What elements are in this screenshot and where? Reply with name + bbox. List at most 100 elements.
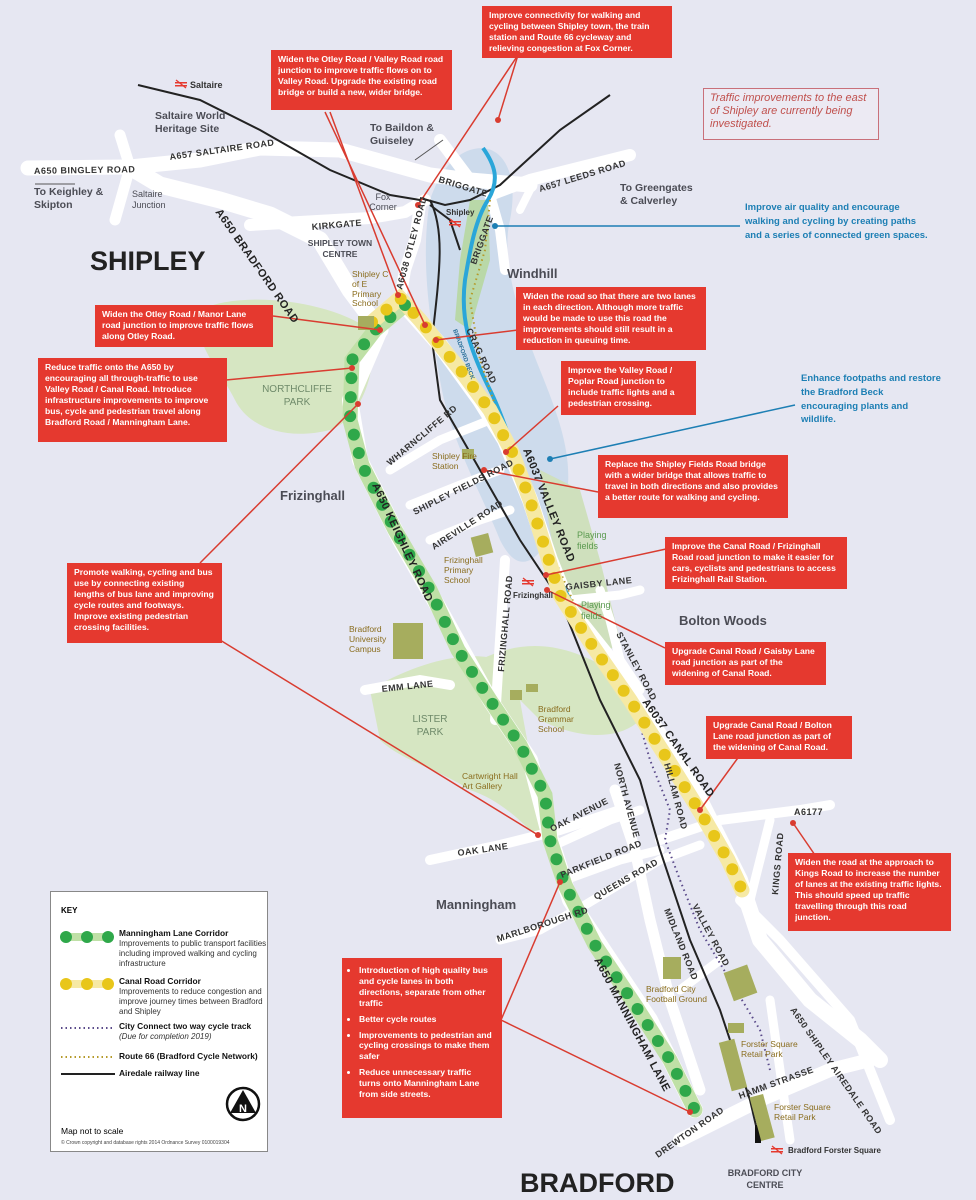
town-frizinghall: Frizinghall — [280, 488, 345, 503]
manningham-corridor-dot — [393, 532, 406, 545]
callout-bullet: Introduction of high quality bus and cyc… — [359, 965, 495, 1009]
manningham-corridor-dot — [344, 391, 357, 404]
manningham-corridor-dot — [534, 779, 547, 792]
callout-frizinghall-junction: Improve the Canal Road / Frizinghall Roa… — [665, 537, 847, 589]
road-label-bingley: A650 BINGLEY ROAD — [34, 164, 136, 176]
label-saltaire-junction: Saltaire Junction — [132, 189, 166, 210]
manningham-corridor-dot — [621, 987, 634, 1000]
manningham-corridor-dot — [446, 633, 459, 646]
canal-corridor-dot — [678, 781, 691, 794]
north-arrow-icon: N — [225, 1086, 261, 1122]
manningham-corridor-dot — [550, 853, 563, 866]
manningham-corridor-dot — [403, 548, 416, 561]
key-title: KEY — [61, 906, 78, 915]
rail-station-icon — [449, 218, 461, 228]
station-label-frizinghall: Frizinghall — [513, 591, 553, 600]
manningham-corridor-dot — [384, 515, 397, 528]
town-bradford: BRADFORD — [520, 1168, 675, 1198]
manningham-corridor-dot — [589, 939, 602, 952]
canal-corridor-dot — [734, 880, 747, 893]
manningham-corridor-dot — [438, 615, 451, 628]
callout-kings-road: Widen the road at the approach to Kings … — [788, 853, 951, 931]
manningham-corridor-dot — [367, 481, 380, 494]
road-label-kirkgate: KIRKGATE — [311, 218, 362, 232]
station-label-shipley: Shipley — [446, 208, 475, 217]
manningham-corridor-dot — [376, 498, 389, 511]
canal-corridor-dot — [585, 637, 598, 650]
manningham-corridor-dot — [486, 697, 499, 710]
manningham-corridor-dot — [525, 762, 538, 775]
manningham-corridor-dot — [344, 410, 357, 423]
landmark-frizinghall-school: Frizinghall Primary School — [444, 556, 483, 585]
manningham-corridor-dot — [430, 598, 443, 611]
key-item-railway: Airedale railway line — [119, 1068, 200, 1078]
manningham-corridor-dot — [670, 1067, 683, 1080]
key-symbol-canal — [60, 978, 114, 990]
manningham-corridor-dot — [497, 713, 510, 726]
svg-text:N: N — [239, 1103, 247, 1115]
canal-corridor-dot — [575, 621, 588, 634]
town-shipley: SHIPLEY — [90, 246, 206, 276]
note-footpaths: Enhance footpaths and restore the Bradfo… — [801, 373, 941, 426]
road-label-a6177: A6177 — [794, 807, 823, 817]
canal-corridor-dot — [497, 429, 510, 442]
callout-bolton-lane: Upgrade Canal Road / Bolton Lane road ju… — [706, 716, 852, 759]
road-label-aireville: AIREVILLE ROAD — [430, 498, 505, 552]
town-bolton-woods: Bolton Woods — [679, 613, 767, 628]
canal-corridor-dot — [478, 396, 491, 409]
label-fox-corner: Fox Corner — [369, 192, 397, 213]
canal-corridor-dot — [726, 863, 739, 876]
label-to-baildon: To Baildon & Guiseley — [370, 122, 434, 147]
buildings — [358, 316, 775, 1142]
park-northcliffe: NORTHCLIFFE PARK — [262, 384, 332, 408]
canal-corridor-dot — [638, 716, 651, 729]
callout-bullet: Better cycle routes — [359, 1014, 495, 1025]
callout-bullet: Reduce unnecessary traffic turns onto Ma… — [359, 1067, 495, 1100]
callout-leader-lines — [199, 54, 818, 1113]
canal-corridor-dot — [548, 571, 561, 584]
manningham-corridor-dot — [631, 1002, 644, 1015]
canal-corridor-dot — [467, 380, 480, 393]
rail-station-icon — [522, 577, 534, 587]
park-lister: LISTER PARK — [412, 714, 448, 738]
airedale-railway-line — [137, 84, 758, 1131]
landmark-university: Bradford University Campus — [349, 625, 387, 654]
canal-corridor-dot — [542, 553, 555, 566]
town-manningham: Manningham — [436, 897, 516, 912]
canal-corridor-dot — [525, 499, 538, 512]
callout-promote: Promote walking, cycling and bus use by … — [67, 563, 222, 643]
label-to-keighley: To Keighley & Skipton — [34, 186, 104, 211]
landmark-fire-station: Shipley Fire Station — [432, 452, 477, 471]
landmark-forster-retail-1: Forster Square Retail Park — [741, 1040, 798, 1059]
note-east-shipley: Traffic improvements to the east of Ship… — [703, 88, 879, 140]
canal-corridor-dot — [596, 653, 609, 666]
canal-corridor-dot — [658, 748, 671, 761]
key-symbol-route-66 — [61, 1056, 115, 1058]
canal-corridor-dot — [537, 535, 550, 548]
manningham-corridor-dot — [662, 1051, 675, 1064]
canal-corridor-dot — [617, 684, 630, 697]
callout-fox-corner: Improve connectivity for walking and cyc… — [482, 6, 672, 58]
callout-otley-manor: Widen the Otley Road / Manor Lane road j… — [95, 305, 273, 347]
key-item-route-66: Route 66 (Bradford Cycle Network) — [119, 1051, 258, 1061]
manningham-corridor-dot — [517, 745, 530, 758]
forster-square-station-platform — [755, 1125, 761, 1143]
manningham-corridor-dot — [465, 665, 478, 678]
canal-corridor-dot — [407, 306, 420, 319]
canal-corridor-dot — [443, 350, 456, 363]
manningham-corridor-dot — [572, 905, 585, 918]
manningham-corridor-dot — [563, 888, 576, 901]
canal-corridor-dot — [708, 829, 721, 842]
canal-corridor-dot — [531, 517, 544, 530]
key-not-to-scale: Map not to scale — [61, 1126, 124, 1136]
manningham-corridor-dot — [476, 681, 489, 694]
canal-corridor-dot — [380, 303, 393, 316]
manningham-corridor-dot — [641, 1019, 654, 1032]
landmark-forster-retail-2: Forster Square Retail Park — [774, 1103, 831, 1122]
manningham-corridor-dot — [346, 353, 359, 366]
rail-station-icon — [175, 79, 187, 89]
callout-two-lanes: Widen the road so that there are two lan… — [516, 287, 706, 350]
